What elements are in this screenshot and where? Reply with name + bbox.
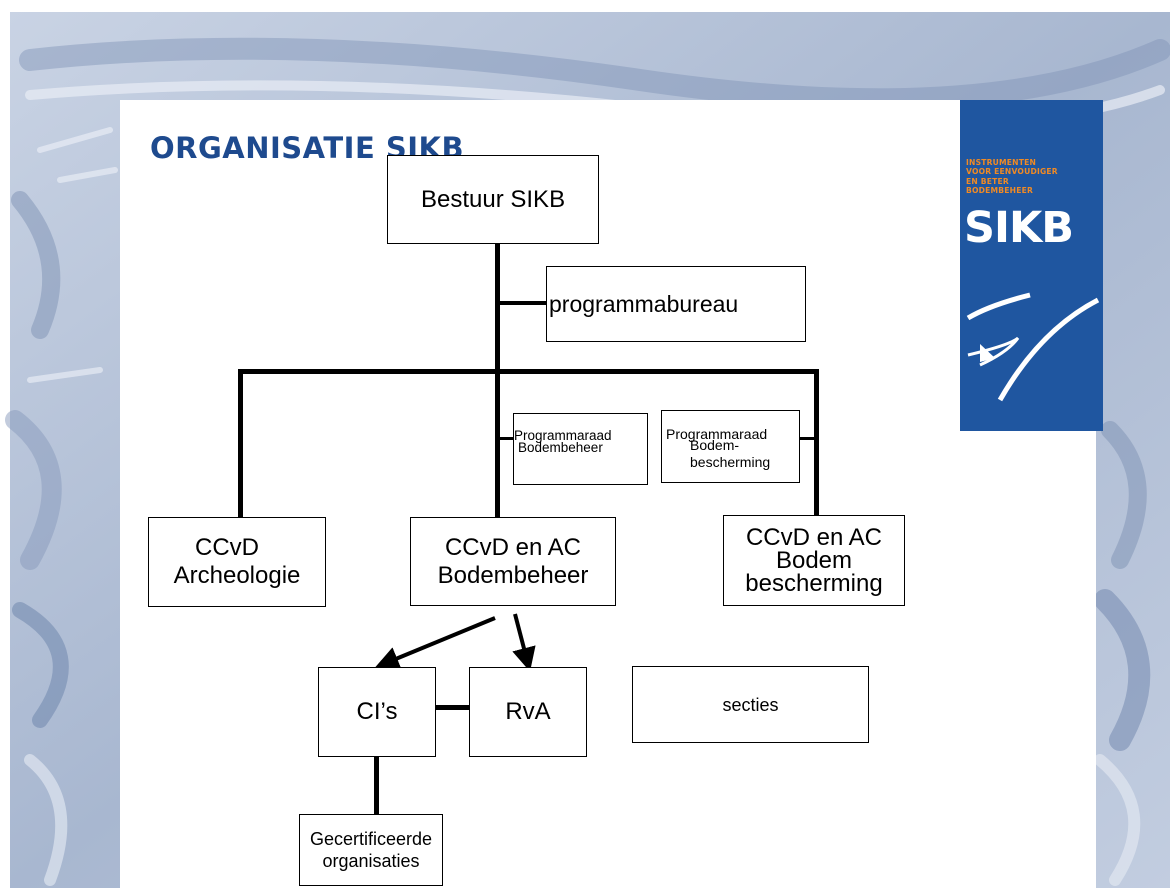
node-label: Bodembeheer xyxy=(437,561,589,589)
connector-programmabureau xyxy=(497,301,547,305)
node-ccvd-bodembeheer: CCvD en AC Bodembeheer xyxy=(410,517,616,606)
node-ccvd-archeologie: CCvD Archeologie xyxy=(148,517,326,607)
node-label: CCvD en AC xyxy=(444,533,582,561)
node-label: CCvD xyxy=(195,534,259,561)
node-label: secties xyxy=(722,695,779,715)
node-label: CI’s xyxy=(356,698,398,725)
logo-swoosh-icon xyxy=(966,292,1100,402)
node-label: Gecertificeerde xyxy=(309,829,433,849)
connector-programmaraad-bodembescherming xyxy=(800,437,816,440)
node-cis: CI’s xyxy=(318,667,436,757)
logo-tagline: INSTRUMENTEN VOOR EENVOUDIGER EN BETER B… xyxy=(966,158,1058,195)
node-ccvd-bodembescherming: CCvD en AC Bodem bescherming xyxy=(723,515,905,606)
connector-bodembescherming-drop xyxy=(814,369,819,516)
content-panel xyxy=(120,100,1096,888)
connector-horizontal-bus xyxy=(238,369,819,374)
node-programmaraad-bodembeheer: Programmaraad Bodembeheer xyxy=(513,413,648,485)
node-programmabureau: programmabureau xyxy=(546,266,806,342)
connector-cis-rva xyxy=(434,705,470,710)
connector-bestuur-trunk xyxy=(495,243,500,518)
node-gecertificeerde-organisaties: Gecertificeerde organisaties xyxy=(299,814,443,886)
connector-archeologie-drop xyxy=(238,369,243,518)
node-label: programmabureau xyxy=(549,290,739,317)
node-label: RvA xyxy=(505,698,551,725)
node-label: Archeologie xyxy=(173,562,301,589)
connector-programmaraad-bodembeheer xyxy=(497,437,513,440)
arrow-to-rva xyxy=(512,613,536,672)
node-programmaraad-bodembescherming: Programmaraad Bodem- bescherming xyxy=(661,410,800,483)
node-label: Programmaraad xyxy=(666,426,768,442)
node-label: CCvD en AC xyxy=(745,523,883,551)
node-secties: secties xyxy=(632,666,869,743)
node-label: Bodem- xyxy=(690,437,740,453)
node-rva: RvA xyxy=(469,667,587,757)
logo-name: SIKB xyxy=(964,203,1074,253)
node-label: Bodem xyxy=(775,546,853,574)
node-label: Bestuur SIKB xyxy=(421,185,566,213)
arrow-to-cis xyxy=(374,616,496,670)
node-label: bescherming xyxy=(690,454,771,470)
node-bestuur-sikb: Bestuur SIKB xyxy=(387,155,599,244)
node-label: organisaties xyxy=(322,851,420,871)
node-label: Programmaraad xyxy=(514,428,612,443)
sikb-logo: INSTRUMENTEN VOOR EENVOUDIGER EN BETER B… xyxy=(960,100,1103,431)
node-label: bescherming xyxy=(745,569,883,597)
connector-cis-gecertificeerde xyxy=(374,756,379,815)
node-label: Bodembeheer xyxy=(518,439,603,455)
